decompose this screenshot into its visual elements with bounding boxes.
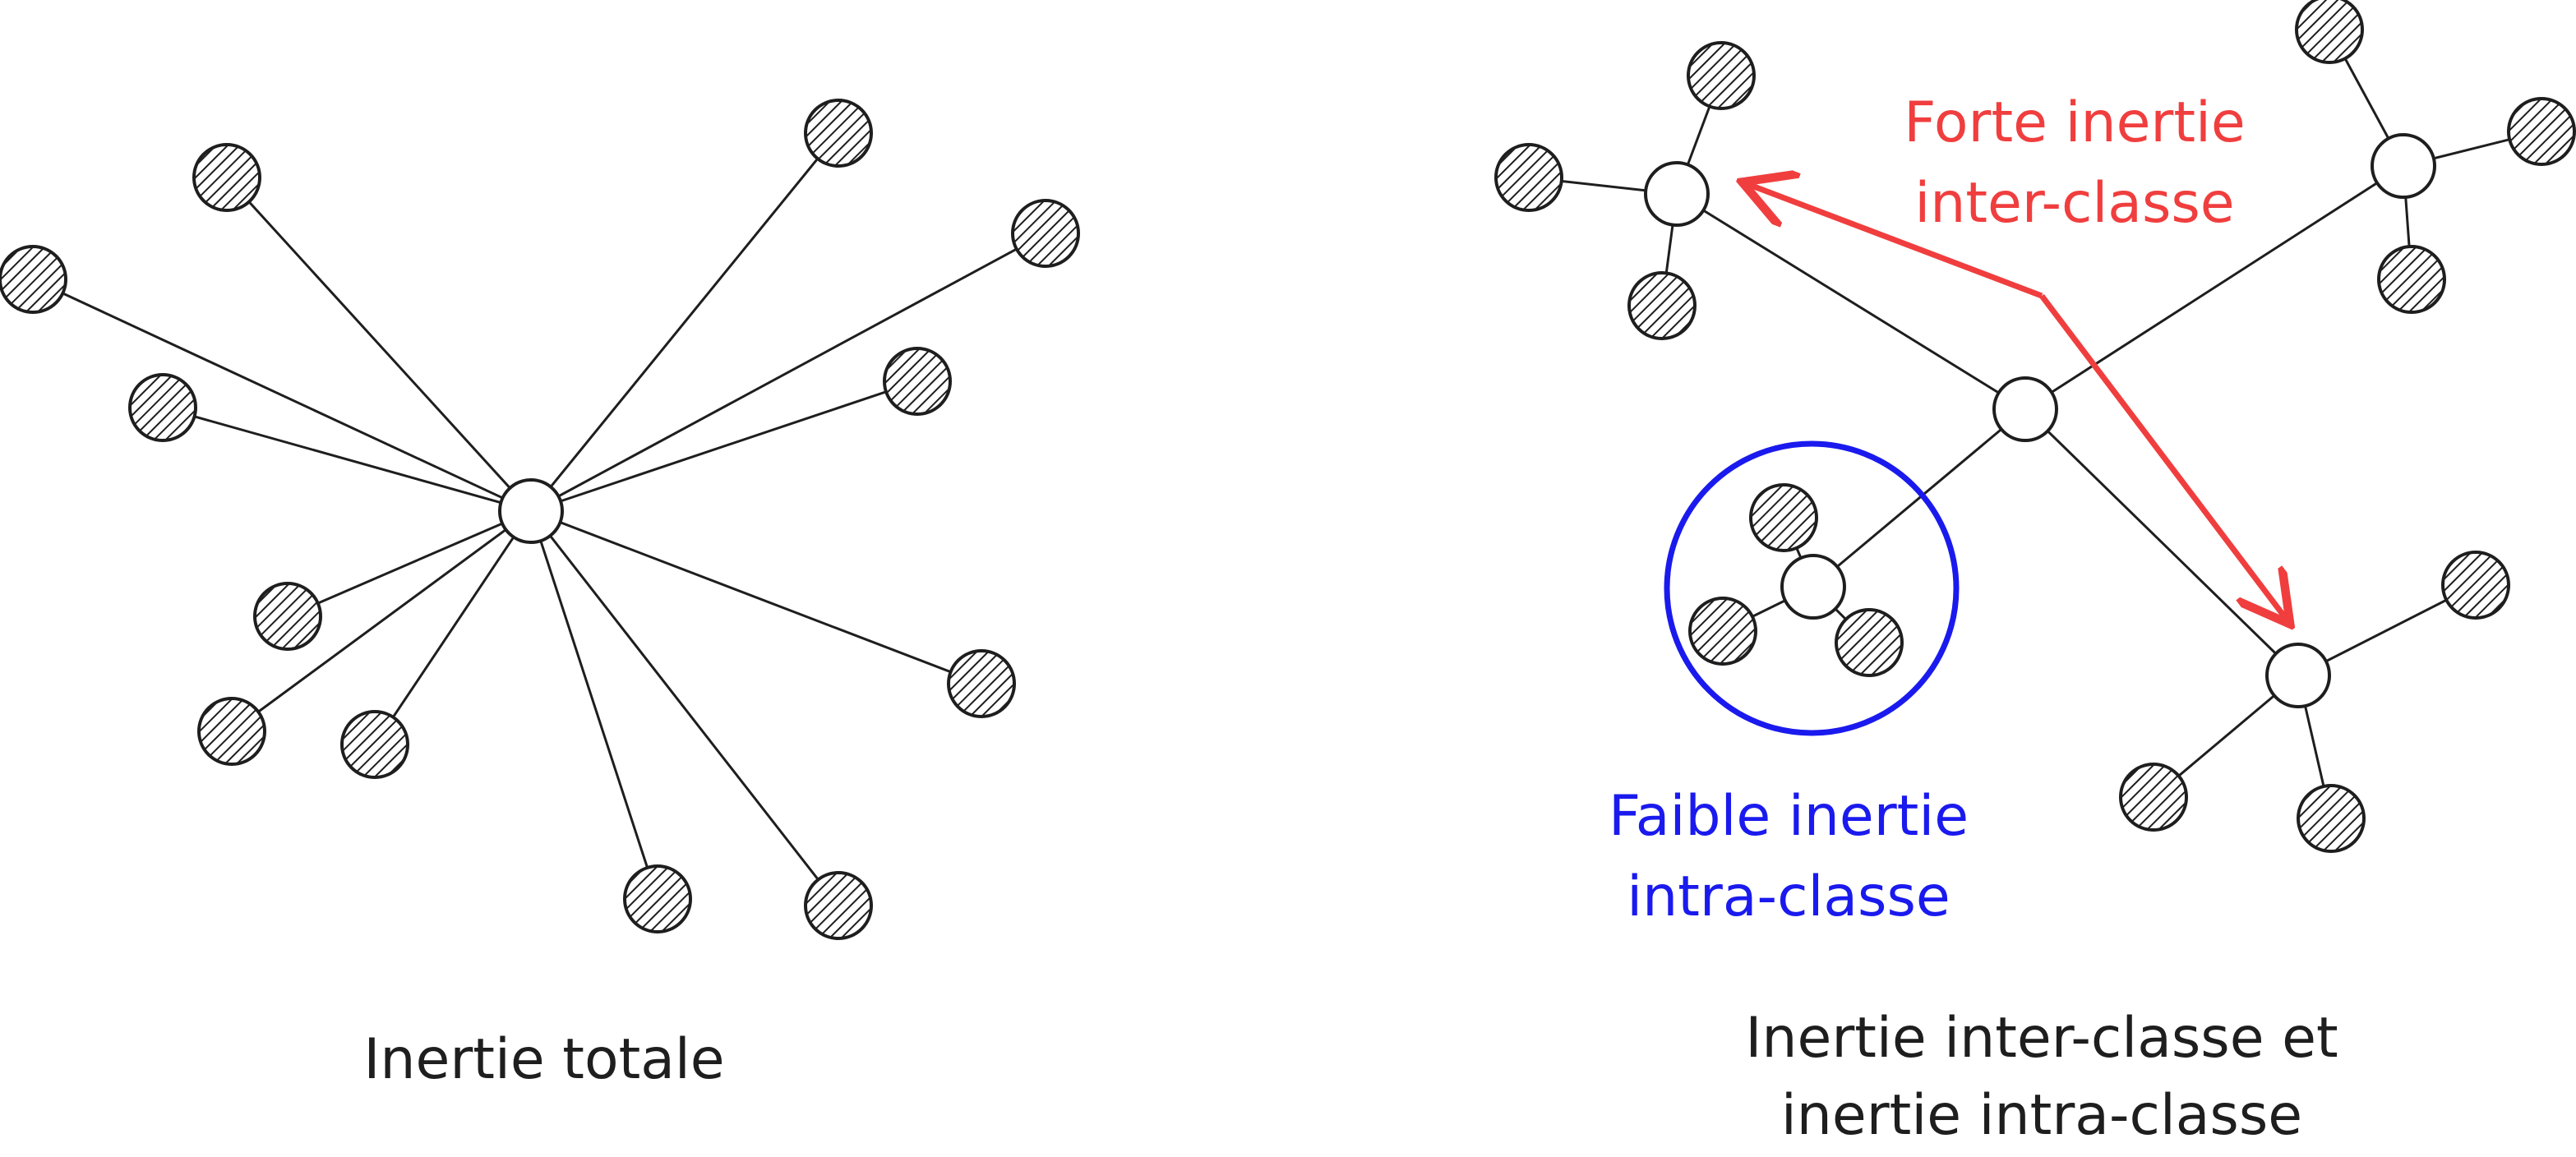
data-point xyxy=(1494,143,1563,212)
inter-label-line1: Forte inertie xyxy=(1904,90,2246,155)
data-point xyxy=(253,582,322,651)
right-caption-line2: inertie intra-classe xyxy=(1781,1083,2302,1148)
right-caption-line1: Inertie inter-classe et xyxy=(1745,1006,2338,1071)
total-inertia-edge xyxy=(530,509,982,685)
total-inertia-edge xyxy=(231,509,532,733)
global-centroid xyxy=(498,478,564,544)
data-point xyxy=(197,697,266,766)
inter-class-edge xyxy=(2024,408,2300,677)
cluster-centroid xyxy=(1780,554,1846,620)
data-point xyxy=(2377,245,2446,314)
inter-class-edge xyxy=(1812,408,2026,588)
data-point xyxy=(2507,97,2576,166)
data-point xyxy=(0,245,67,314)
inter-arrow-to-top-left xyxy=(1747,184,2043,299)
data-point xyxy=(2295,0,2364,64)
total-inertia-edge xyxy=(32,278,532,513)
data-point xyxy=(1687,41,1756,110)
data-point xyxy=(192,143,261,212)
inter-class-edge xyxy=(2024,164,2404,411)
intra-label-line2: intra-classe xyxy=(1627,864,1950,929)
data-point xyxy=(1011,199,1080,268)
data-point xyxy=(1627,271,1697,340)
data-point xyxy=(340,710,409,779)
total-inertia-edge xyxy=(529,132,840,512)
global-centroid xyxy=(1992,376,2058,442)
data-point xyxy=(804,99,873,168)
data-point xyxy=(947,649,1016,718)
data-point xyxy=(1835,608,1904,677)
total-inertia-edge xyxy=(529,510,840,906)
inter-class-edge xyxy=(1676,192,2026,411)
nodes xyxy=(0,0,2576,940)
data-point xyxy=(804,871,873,940)
data-point xyxy=(883,347,952,416)
intra-class-highlight-circle xyxy=(1664,440,1960,736)
data-point xyxy=(623,864,692,933)
intra-label-line1: Faible inertie xyxy=(1609,784,1969,849)
data-point xyxy=(2119,763,2188,832)
inter-label-line2: inter-classe xyxy=(1914,171,2234,236)
inter-arrow-to-bottom-right xyxy=(2039,293,2287,620)
total-inertia-edge xyxy=(287,509,532,618)
data-point xyxy=(1688,597,1757,666)
data-point xyxy=(2297,784,2366,853)
total-inertia-edge xyxy=(529,510,659,900)
inter-class-arrows xyxy=(1747,184,2287,620)
data-point xyxy=(2441,551,2510,620)
total-inertia-edge xyxy=(225,176,533,513)
data-point xyxy=(128,373,197,442)
data-point xyxy=(1749,483,1818,552)
total-inertia-edge xyxy=(530,232,1046,513)
cluster-centroid xyxy=(2371,133,2436,199)
left-caption: Inertie totale xyxy=(363,1027,724,1092)
cluster-centroid xyxy=(2265,643,2331,708)
total-inertia-edge xyxy=(162,406,532,513)
total-inertia-edge xyxy=(373,510,533,745)
total-inertia-edge xyxy=(530,380,918,513)
cluster-centroid xyxy=(1644,161,1710,227)
